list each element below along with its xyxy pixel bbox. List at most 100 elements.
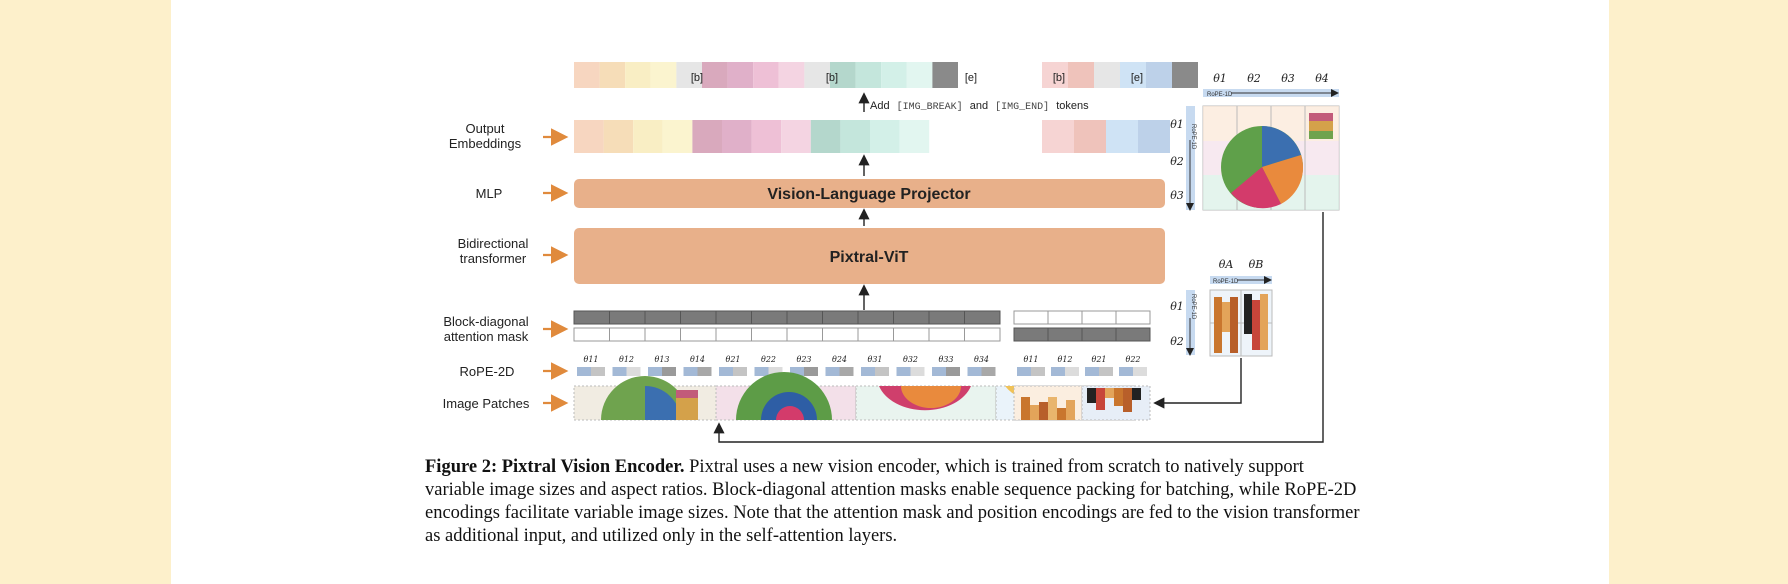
mask-cell-dark — [680, 310, 717, 325]
embedding-cell — [1106, 120, 1138, 153]
mask-cell-light — [822, 327, 859, 342]
svg-text:θ1: θ1 — [1170, 300, 1184, 313]
token-cell — [650, 62, 677, 88]
rope-theta-label: θ24 — [832, 355, 847, 364]
rope-theta-label: θ31 — [868, 355, 883, 364]
token-cell — [727, 62, 754, 88]
rope-cell — [967, 367, 982, 376]
rope-theta-label: θ23 — [797, 355, 812, 364]
encoder-diagram: Output Embeddings MLP Bidirectional tran… — [443, 62, 1340, 443]
embedding-cell — [870, 120, 900, 153]
svg-text:RoPE-1D: RoPE-1D — [1190, 294, 1196, 320]
svg-text:RoPE-1D: RoPE-1D — [1207, 92, 1233, 98]
rope-cell — [1031, 367, 1045, 376]
add-tokens-note: Add [IMG_BREAK] and [IMG_END] tokens — [870, 100, 1089, 113]
token-cell — [574, 62, 600, 88]
rope-theta-label: θ22 — [1126, 355, 1141, 364]
rope-cell — [839, 367, 854, 376]
rope-2d-label: RoPE-2D — [460, 364, 515, 379]
bidirectional-label: Bidirectional — [458, 236, 529, 251]
token-b-2: [b] — [826, 72, 838, 84]
rope-cell — [981, 367, 996, 376]
embedding-cell — [781, 120, 811, 153]
token-break — [676, 62, 702, 88]
rope-theta-label: θ11 — [584, 355, 599, 364]
output-embeddings-row — [574, 120, 1170, 153]
rope-theta-label: θ22 — [761, 355, 776, 364]
mask-cell-light — [715, 327, 752, 342]
image-patches-label: Image Patches — [443, 396, 530, 411]
token-cell — [1146, 62, 1172, 88]
rope-cell — [591, 367, 605, 376]
token-b-1: [b] — [691, 72, 703, 84]
token-e-2: [e] — [1131, 72, 1143, 84]
token-row-top — [574, 62, 1198, 88]
mask-cell-light — [857, 327, 894, 342]
row-arrows — [543, 128, 569, 412]
mask-cell-light — [964, 327, 1001, 342]
rope-cell — [804, 367, 818, 376]
token-cell — [753, 62, 779, 88]
svg-text:θA: θA — [1219, 258, 1234, 271]
image-patches-row — [573, 372, 1151, 421]
projector-label: Vision-Language Projector — [767, 186, 970, 203]
svg-text:θ4: θ4 — [1315, 72, 1329, 85]
token-cell — [702, 62, 728, 88]
mask-cell-dark — [964, 310, 1001, 325]
rope-cell — [697, 367, 712, 376]
mask-cell-dark — [644, 310, 681, 325]
block-diagonal-label: Block-diagonal — [443, 314, 528, 329]
rope-cell — [754, 367, 769, 376]
mask-cell-dark — [1115, 327, 1151, 342]
rope-cell — [612, 367, 627, 376]
embedding-cell — [751, 120, 782, 153]
svg-text:θ1: θ1 — [1213, 72, 1227, 85]
mask-cell-light — [1115, 310, 1151, 325]
rope-cell — [1099, 367, 1113, 376]
token-end — [1172, 62, 1198, 88]
rope-theta-label: θ33 — [939, 355, 954, 364]
embedding-cell — [840, 120, 870, 153]
figure-caption: Figure 2: Pixtral Vision Encoder. Pixtra… — [425, 456, 1365, 548]
token-cell — [1042, 62, 1068, 88]
mask-cell-dark — [609, 310, 646, 325]
token-cell — [830, 62, 856, 88]
rope-cell — [577, 367, 591, 376]
svg-text:θ2: θ2 — [1247, 72, 1261, 85]
embedding-cell — [574, 120, 604, 153]
embedding-cell — [722, 120, 752, 153]
rope-theta-label: θ13 — [655, 355, 670, 364]
attention-mask — [573, 310, 1151, 342]
vit-box — [574, 228, 1165, 284]
token-cell — [906, 62, 933, 88]
token-break — [1094, 62, 1120, 88]
mask-cell-light — [609, 327, 646, 342]
rope-cell — [662, 367, 676, 376]
mask-cell-light — [751, 327, 788, 342]
rope-cell — [1119, 367, 1133, 376]
mlp-label: MLP — [476, 186, 503, 201]
rope-cell — [790, 367, 804, 376]
mask-cell-dark — [928, 310, 965, 325]
page: Output Embeddings MLP Bidirectional tran… — [171, 0, 1609, 584]
mask-cell-light — [1013, 310, 1049, 325]
rope-cell — [1133, 367, 1147, 376]
rope-cell — [648, 367, 662, 376]
svg-text:θB: θB — [1249, 258, 1264, 271]
token-cell — [778, 62, 805, 88]
rope-grid-small: θA θB RoPE-1D RoPE-1D θ1 θ2 — [1170, 258, 1273, 357]
mask-cell-light — [928, 327, 965, 342]
mask-cell-dark — [857, 310, 894, 325]
rope-cell — [932, 367, 946, 376]
vit-label: Pixtral-ViT — [830, 249, 909, 266]
embedding-cell — [633, 120, 663, 153]
svg-text:θ2: θ2 — [1170, 155, 1184, 168]
rope-theta-label: θ12 — [1058, 355, 1073, 364]
token-cell — [625, 62, 651, 88]
rope-cell — [910, 367, 925, 376]
mask-cell-light — [573, 327, 610, 342]
bidirectional-label-2: transformer — [460, 251, 527, 266]
embedding-cell — [603, 120, 634, 153]
projector-box — [574, 179, 1165, 208]
token-cell — [881, 62, 907, 88]
